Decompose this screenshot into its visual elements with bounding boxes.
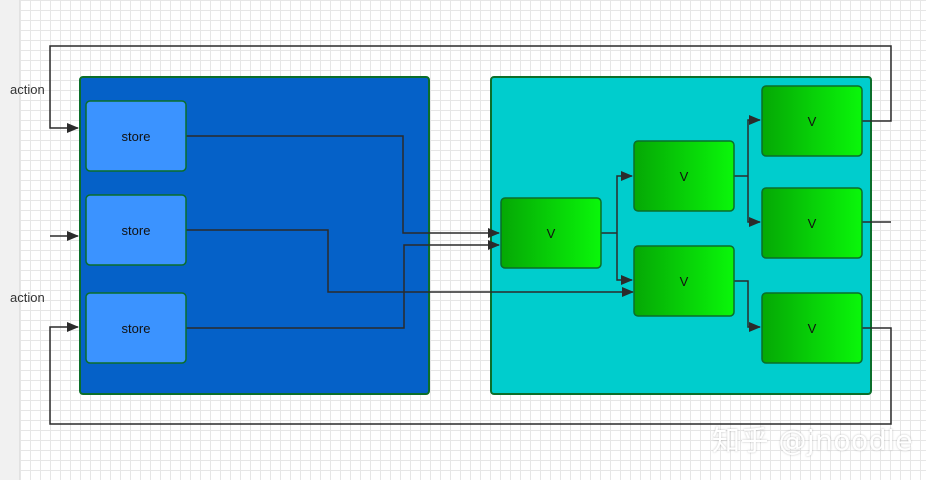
- view-box-root: V: [500, 197, 602, 269]
- view-a-to-leaf2: [747, 176, 761, 227]
- view-label: V: [808, 321, 817, 336]
- feedback-loop: [49, 45, 892, 425]
- store-connections: [186, 135, 634, 329]
- store-label: store: [122, 129, 151, 144]
- store2-connector: [186, 229, 634, 297]
- view-box-a: V: [633, 140, 735, 212]
- view-root-to-view-b: [616, 233, 633, 285]
- left-gutter: [0, 0, 20, 480]
- store-box: store: [85, 194, 187, 266]
- store-label: store: [122, 223, 151, 238]
- action-label-bottom: action: [10, 290, 45, 305]
- view-a-to-leaf1: [747, 115, 761, 176]
- loop-bottom-line: [49, 322, 892, 425]
- view-box-leaf1: V: [761, 85, 863, 157]
- store-box: store: [85, 292, 187, 364]
- watermark: 知乎 @jnoodle: [712, 424, 913, 457]
- store-box: store: [85, 100, 187, 172]
- view-box-leaf3: V: [761, 292, 863, 364]
- store3-connector: [186, 240, 500, 329]
- view-label: V: [680, 169, 689, 184]
- view-label: V: [547, 226, 556, 241]
- view-box-leaf2: V: [761, 187, 863, 259]
- view-b-to-leaf3: [734, 280, 761, 332]
- view-label: V: [680, 274, 689, 289]
- view-label: V: [808, 114, 817, 129]
- view-label: V: [808, 216, 817, 231]
- store-label: store: [122, 321, 151, 336]
- store1-connector: [186, 135, 500, 238]
- view-connections: [601, 115, 761, 332]
- view-box-b: V: [633, 245, 735, 317]
- action-label-top: action: [10, 82, 45, 97]
- view-root-to-view-a: [616, 171, 633, 233]
- loop-top-line: [49, 45, 892, 133]
